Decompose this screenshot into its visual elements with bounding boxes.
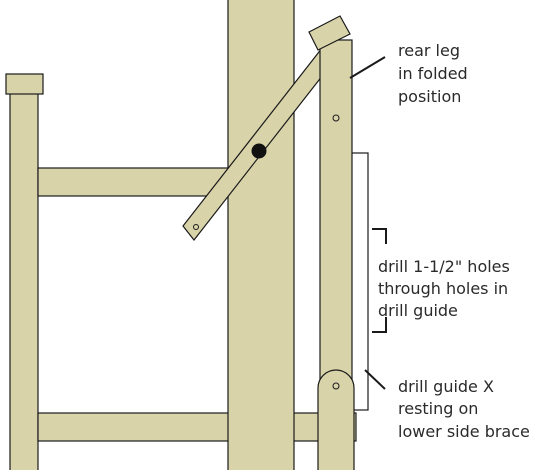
lower-side-brace xyxy=(37,412,357,442)
rear-leg-top-block xyxy=(308,15,351,51)
drill-holes-bracket-bottom xyxy=(372,317,387,333)
drill-holes-bracket xyxy=(372,228,387,244)
left-post-cap xyxy=(5,73,44,95)
rear-leg-hole xyxy=(332,114,340,122)
upper-side-brace xyxy=(37,167,229,197)
left-post xyxy=(9,91,39,470)
rear-leg-label: rear leg in folded position xyxy=(398,41,473,106)
drill-guide-label: drill guide X resting on lower side brac… xyxy=(398,377,530,441)
center-post xyxy=(227,0,295,470)
drill-guide-callout-line xyxy=(364,369,386,390)
drill-guide-x-block xyxy=(317,369,355,470)
rear-leg-callout-line xyxy=(349,56,386,79)
drill-guide-x-hole xyxy=(332,382,340,390)
pivot-bolt xyxy=(251,143,267,159)
arm-end-hole-bottom xyxy=(193,224,199,230)
drill-holes-label: drill 1-1/2" holes through holes in dril… xyxy=(378,257,515,320)
